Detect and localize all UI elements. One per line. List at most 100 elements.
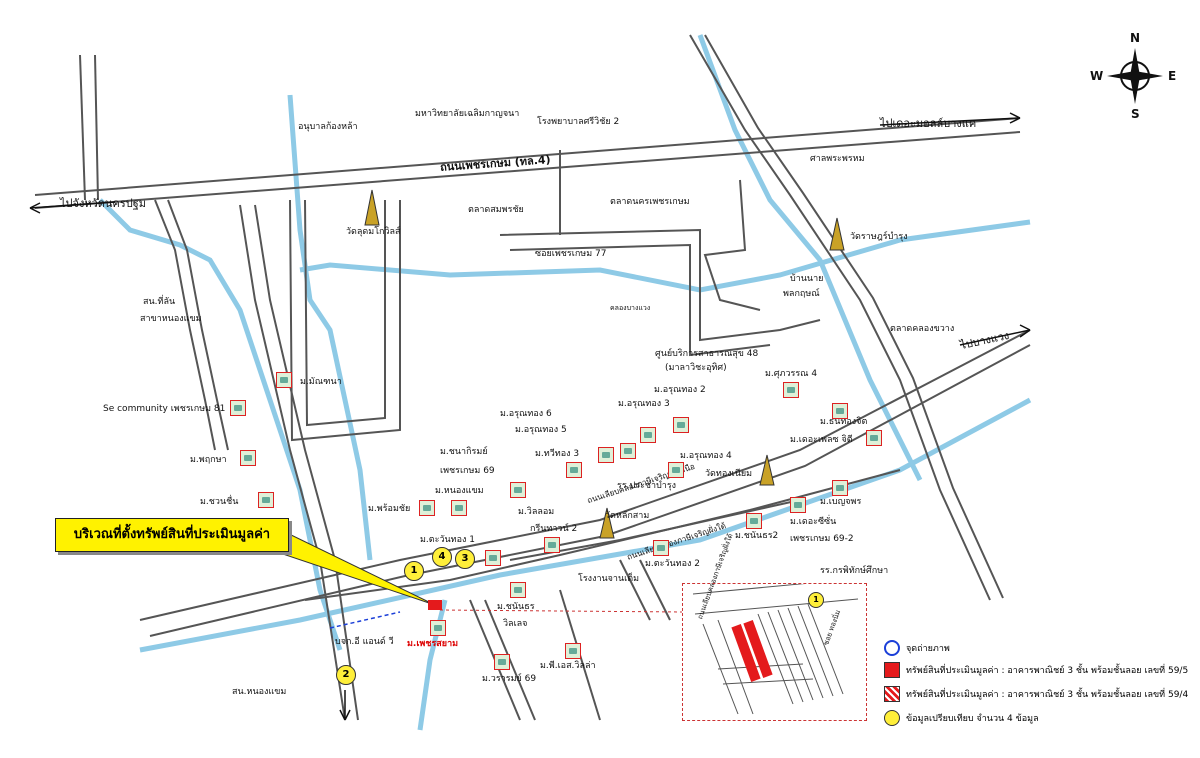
village-label: ม.วิลลอม	[518, 507, 555, 517]
village-icon	[240, 450, 256, 466]
village-label: ม.ตะวันทอง 1	[420, 535, 475, 545]
landmark-sala: ศาลพระพรหม	[810, 154, 865, 164]
village-icon	[598, 447, 614, 463]
temple-icon-4	[599, 507, 615, 539]
village-label: ม.ธนทองจิต	[820, 417, 868, 427]
landmark-market-2: ตลาดนครเพชรเกษม	[610, 197, 690, 207]
village-label: ม.เดอะเพลซ จิตี	[790, 435, 853, 445]
comparison-marker-2[interactable]: 2	[336, 665, 356, 685]
village-label: ม.เบญจพร	[820, 497, 862, 507]
village-label: ม.มัณฑนา	[300, 377, 342, 387]
village-label: ม.อรุณทอง 2	[654, 385, 706, 395]
village-icon	[832, 480, 848, 496]
landmark-temple-3: วัดหลักสาม	[605, 511, 650, 521]
landmark-rr-school: รร.กรพิทักษ์ศึกษา	[820, 566, 889, 576]
village-icon	[668, 462, 684, 478]
village-icon	[430, 620, 446, 636]
village-label: ม.พี.เอส.วิลล่า	[540, 661, 596, 671]
canal-west	[287, 94, 373, 561]
landmark-temple-1: วัดลุดมโกวิลส์	[346, 227, 401, 237]
landmark-school: รร.ประชาบำรุง	[617, 481, 677, 491]
village-icon	[783, 382, 799, 398]
village-icon	[640, 427, 656, 443]
khlong-label: คลองบางแวง	[610, 304, 651, 312]
landmark-baan-2: พลกฤษณ์	[783, 289, 820, 299]
road-to-the-mall: ไปเดอะมอลล์บางแค	[880, 117, 977, 130]
village-label: ม.หนองแขม	[435, 486, 484, 496]
village-icon	[510, 482, 526, 498]
road-phetkasem-bottom	[34, 131, 1021, 209]
village-label: ม.อรุณทอง 6	[500, 409, 552, 419]
landmark-health-center-2: (มาลาวิชะอุทิศ)	[665, 363, 727, 373]
landmark-bank: บจก.อี แอนด์ วี	[335, 637, 394, 647]
canal-north-east	[697, 34, 923, 482]
road-soi-77: ซอยเพชรเกษม 77	[535, 249, 607, 259]
legend-property-1: ทรัพย์สินที่ประเมินมูลค่า : อาคารพาณิชย์…	[884, 662, 1188, 678]
camera-point-icon	[884, 640, 900, 656]
village-label: ม.เดอะซีซั่น	[790, 517, 837, 527]
village-label: กรีนทาวน์ 2	[530, 524, 578, 534]
inset-marker-1: 1	[808, 592, 824, 608]
canal-bangwaeng	[299, 219, 1031, 293]
village-icon	[451, 500, 467, 516]
compass-e: E	[1168, 69, 1177, 83]
legend-property-2: ทรัพย์สินที่ประเมินมูลค่า : อาคารพาณิชย์…	[884, 686, 1188, 702]
village-icon	[746, 513, 762, 529]
village-label: ม.ชนันธร	[497, 602, 535, 612]
village-label: ม.ทวีทอง 3	[535, 449, 580, 459]
property-parcel	[428, 600, 442, 610]
landmark-kindergarten: อนุบาลก้องหล้า	[298, 122, 358, 132]
village-icon	[790, 497, 806, 513]
village-label: ม.ศุภวรรณ 4	[765, 369, 818, 379]
village-label: ม.ชวนชื่น	[200, 497, 239, 507]
detail-inset: ถนนเลียบคลองภาษีเจริญฝั่งใต้ ซอย ทองนิ่ม…	[682, 533, 867, 721]
village-icon	[230, 400, 246, 416]
village-icon	[494, 654, 510, 670]
village-icon	[276, 372, 292, 388]
village-icon	[620, 443, 636, 459]
compass-n: N	[1130, 31, 1141, 45]
comparison-marker-1[interactable]: 1	[404, 561, 424, 581]
village-label: วิลเลจ	[503, 619, 528, 629]
village-label-subject: ม.เพชรสยาม	[407, 639, 459, 649]
village-icon	[566, 462, 582, 478]
landmark-police-3: สน.หนองแขม	[232, 687, 287, 697]
landmark-police-2: สาขาหนองแขม	[140, 314, 202, 324]
village-icon	[544, 537, 560, 553]
temple-icon-1	[364, 189, 380, 226]
village-label: ม.ชนันธร2	[735, 531, 779, 541]
village-label: ม.วรารมย์ 69	[482, 674, 537, 684]
village-icon	[419, 500, 435, 516]
village-icon	[832, 403, 848, 419]
comparison-marker-3[interactable]: 3	[455, 549, 475, 569]
village-icon	[653, 540, 669, 556]
road-to-nakhon-pathom: ไปจังหวัดนครปฐม	[60, 197, 146, 210]
landmark-temple-2: วัดราษฎร์บำรุง	[850, 232, 908, 242]
compass-w: W	[1090, 69, 1104, 83]
comparison-swatch	[884, 710, 900, 726]
village-label: เพชรเกษม 69	[440, 466, 495, 476]
property-hatched-swatch	[884, 686, 900, 702]
village-label: ม.อรุณทอง 3	[618, 399, 670, 409]
legend-comparison: ข้อมูลเปรียบเทียบ จำนวน 4 ข้อมูล	[884, 710, 1039, 726]
landmark-university: มหาวิทยาลัยเฉลิมกาญจนา	[415, 109, 520, 119]
canal-khlong-pasi	[139, 397, 1032, 653]
legend-photo-point: จุดถ่ายภาพ	[884, 640, 950, 656]
landmark-market-1: ตลาดสมพรชัย	[468, 205, 524, 215]
village-label: ม.ชนากิรมย์	[440, 447, 488, 457]
village-icon	[565, 643, 581, 659]
arrow-to-nakhon-pathom	[29, 201, 116, 209]
comparison-marker-4[interactable]: 4	[432, 547, 452, 567]
village-label: Se community เพชรเกษม 81	[103, 404, 226, 414]
landmark-health-center: ศูนย์บริการสาธารณสุข 48	[655, 349, 759, 359]
landmark-factory: โรงงานจานเต็ม	[578, 574, 639, 584]
village-label: ม.ตะวันทอง 2	[645, 559, 700, 569]
village-icon	[485, 550, 501, 566]
compass-rose	[1107, 48, 1163, 104]
village-label: ม.พฤกษา	[190, 455, 227, 465]
temple-icon-3	[759, 454, 775, 486]
landmark-temple-4: วัดทองเนียม	[705, 469, 753, 479]
village-label: ม.อรุณทอง 5	[515, 425, 567, 435]
